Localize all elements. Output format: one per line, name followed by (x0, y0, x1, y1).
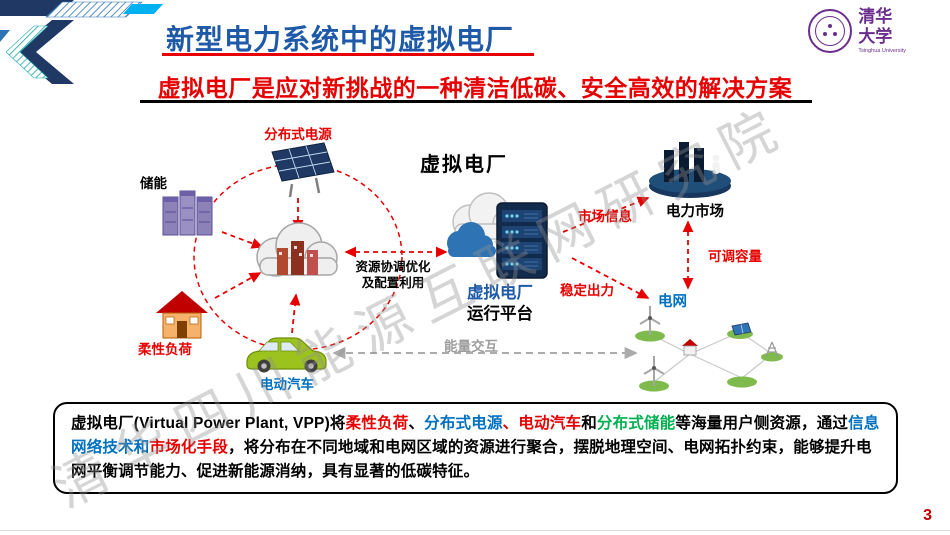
label-flexible-load: 柔性负荷 (138, 342, 192, 357)
description-text: 虚拟电厂(Virtual Power Plant, VPP)将柔性负荷、分布式电… (71, 415, 880, 481)
label-distributed-generation: 分布式电源 (264, 127, 332, 142)
label-resource-coordination: 资源协调优化 及配置利用 (338, 260, 448, 291)
label-vpp-platform: 虚拟电厂 运行平台 (448, 283, 552, 326)
label-stable-output: 稳定出力 (560, 283, 614, 298)
label-adjustable-capacity: 可调容量 (708, 249, 762, 264)
corner-decoration-icon (0, 0, 163, 84)
label-energy-storage: 储能 (140, 176, 167, 191)
slide-subtitle: 虚拟电厂是应对新挑战的一种清洁低碳、安全高效的解决方案 (157, 75, 793, 101)
red-arrows (214, 196, 694, 334)
power-market-icon (649, 142, 731, 198)
coordination-line1: 资源协调优化 (355, 260, 431, 274)
label-power-market: 电力市场 (666, 204, 724, 220)
energy-storage-icon (162, 190, 213, 236)
page-title: 新型电力系统中的虚拟电厂 (166, 24, 515, 55)
power-grid-icon (635, 306, 783, 392)
label-market-info: 市场信息 (578, 209, 632, 224)
university-seal-icon (808, 9, 853, 53)
vpp-platform-icon (447, 192, 548, 279)
label-energy-exchange: 能量交互 (444, 339, 498, 354)
logo-name: 清华大学 (858, 7, 893, 47)
aggregation-cloud-icon (256, 222, 338, 277)
title-underline (162, 53, 534, 56)
platform-line2: 运行平台 (467, 305, 533, 324)
bottom-divider (0, 529, 950, 531)
diagram-title: 虚拟电厂 (420, 154, 508, 176)
platform-line1: 虚拟电厂 (467, 284, 533, 302)
label-power-grid: 电网 (658, 294, 687, 310)
electric-vehicle-icon (246, 337, 327, 373)
page-number: 3 (923, 507, 932, 524)
solar-panel-icon (271, 142, 335, 198)
coordination-line2: 及配置利用 (361, 275, 425, 290)
subtitle-underline (140, 100, 812, 103)
tsinghua-logo: 清华大学 Tsinghua University (807, 8, 906, 54)
label-electric-vehicle: 电动汽车 (260, 377, 314, 392)
flexible-load-icon (156, 291, 208, 339)
logo-subtext: Tsinghua University (858, 47, 906, 54)
description-box: 虚拟电厂(Virtual Power Plant, VPP)将柔性负荷、分布式电… (53, 402, 898, 495)
